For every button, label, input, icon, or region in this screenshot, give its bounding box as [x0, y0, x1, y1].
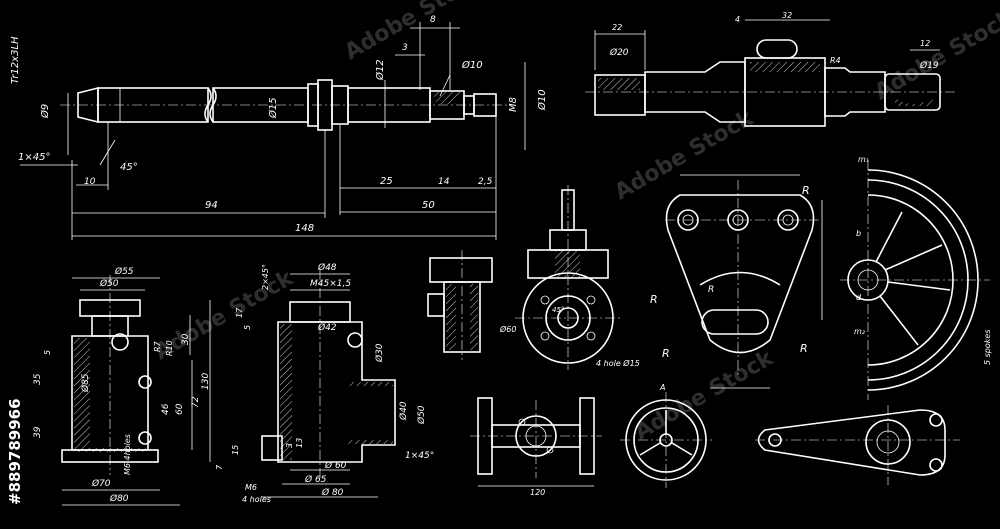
lever-drawing: R R R R R — [650, 174, 823, 389]
h1-h130: 130 — [201, 373, 211, 390]
watermark-text-2: Adobe Stock — [611, 105, 759, 205]
shaft-m8: M8 — [508, 97, 519, 112]
valve-drawing: Ø60 45° 4 hole Ø15 — [499, 185, 640, 370]
h1-holes: M6 4holes — [123, 434, 132, 475]
stock-id-label: #889789966 — [6, 290, 26, 510]
sleeve-w22: 22 — [612, 23, 622, 32]
housing-2-drawing: Ø48 M45×1,5 Ø42 Ø30 Ø40 Ø50 Ø 60 Ø 65 Ø … — [231, 262, 434, 504]
h1-h7: 7 — [215, 464, 224, 470]
watermark-text-5: Adobe Stock — [871, 5, 1000, 105]
sleeve-d19: Ø19 — [919, 60, 939, 71]
shaft-len-25: 25 — [380, 176, 393, 187]
h1-d50: Ø50 — [99, 278, 119, 289]
sleeve-d20: Ø20 — [609, 47, 629, 58]
h1-d55: Ø55 — [114, 266, 134, 277]
h2-holes: 4 holes — [242, 495, 271, 504]
shaft-len-148: 148 — [295, 223, 314, 234]
watermark-text-1: Adobe Stock — [341, 0, 489, 65]
wheel-b: b — [856, 229, 861, 238]
h2-h13: 13 — [295, 438, 304, 448]
shaft-d10-a: Ø10 — [461, 59, 483, 71]
stock-id-text: #889789966 — [6, 398, 24, 505]
h1-d85: Ø85 — [80, 373, 91, 393]
h2-chamfer2: 1×45° — [405, 451, 434, 461]
h2-d48: Ø48 — [317, 262, 337, 273]
shaft-len-50: 50 — [422, 200, 435, 211]
stock-id-svg: #889789966 — [6, 398, 24, 505]
shaft-chamfer: 1×45° — [18, 152, 50, 163]
h2-d80: Ø 80 — [321, 487, 344, 498]
h2-m6: M6 — [245, 483, 257, 492]
shaft-len-14: 14 — [438, 177, 450, 187]
shaft-len-94: 94 — [205, 200, 218, 211]
shaft-thread: Tr12x3LH — [10, 36, 21, 84]
sleeve-w32: 32 — [782, 11, 792, 20]
h1-r7: R7 — [153, 340, 162, 352]
h2-d50: Ø50 — [416, 405, 427, 425]
h1-h39: 39 — [33, 426, 43, 438]
disc-section-label: A — [659, 383, 665, 392]
h1-h72: 72 — [191, 396, 201, 408]
h2-d30: Ø30 — [374, 343, 385, 363]
shaft-d10-b: Ø10 — [536, 89, 548, 111]
lever-r4: R — [662, 347, 670, 360]
h2-d42: Ø42 — [317, 322, 337, 333]
wheel-spokes: 5 spokes — [983, 330, 992, 366]
lever-r3: R — [708, 285, 714, 295]
wheel-m2: m₂ — [854, 327, 866, 336]
flange-w120: 120 — [530, 488, 545, 497]
h2-chamfer: 2×45° — [261, 264, 270, 290]
wheel-drawing: m₁ b d m₂ 5 spokes — [840, 155, 992, 400]
disc-drawing: A — [620, 383, 712, 488]
h1-h30: 30 — [181, 333, 191, 345]
h2-d40: Ø40 — [398, 401, 409, 421]
valve-d60: Ø60 — [499, 324, 516, 334]
h2-d60: Ø 60 — [324, 460, 347, 471]
sleeve-w4: 4 — [735, 15, 740, 24]
h1-h35: 35 — [33, 373, 43, 385]
h2-m45: M45×1,5 — [310, 279, 351, 289]
rod-drawing — [755, 405, 960, 485]
shaft-drawing: 10 94 148 25 50 14 2,5 8 3 Tr12x3LH Ø9 Ø… — [10, 15, 548, 240]
sleeve-drawing: 22 Ø20 4 32 R4 12 Ø19 — [585, 11, 955, 127]
h2-h3: 3 — [285, 443, 294, 448]
fitting-drawing — [427, 250, 493, 360]
lever-r1: R — [802, 184, 810, 197]
valve-holes: 4 hole Ø15 — [596, 358, 640, 368]
h2-d65: Ø 65 — [304, 474, 327, 485]
sleeve-w12: 12 — [920, 39, 930, 48]
h1-r10: R10 — [165, 340, 174, 356]
shaft-d12: Ø12 — [374, 59, 386, 81]
sleeve-r4: R4 — [830, 56, 841, 65]
lever-r2: R — [650, 293, 658, 306]
housing-1-drawing: Ø55 Ø50 Ø70 Ø80 R7 R10 130 30 72 60 46 3… — [33, 266, 224, 506]
h2-h15: 15 — [231, 445, 240, 455]
h1-h5: 5 — [43, 350, 52, 355]
shaft-len-2-5: 2,5 — [478, 177, 493, 187]
h1-d80: Ø80 — [109, 493, 129, 504]
h1-d70: Ø70 — [91, 478, 111, 489]
flange-drawing: 120 — [470, 397, 602, 497]
shaft-angle: 45° — [120, 162, 138, 173]
wheel-m1: m₁ — [858, 155, 869, 164]
shaft-len-3: 3 — [402, 43, 408, 53]
h2-h17: 17 — [235, 307, 244, 318]
lever-r5: R — [800, 342, 808, 355]
shaft-d15: Ø15 — [267, 97, 279, 119]
valve-angle: 45° — [552, 306, 564, 314]
shaft-len-10: 10 — [84, 177, 96, 187]
h2-h5: 5 — [243, 325, 252, 330]
h1-h46: 46 — [161, 403, 171, 415]
shaft-len-8: 8 — [430, 15, 436, 25]
shaft-d9: Ø9 — [39, 104, 51, 119]
wheel-d: d — [856, 293, 862, 302]
h1-h60: 60 — [175, 403, 185, 415]
